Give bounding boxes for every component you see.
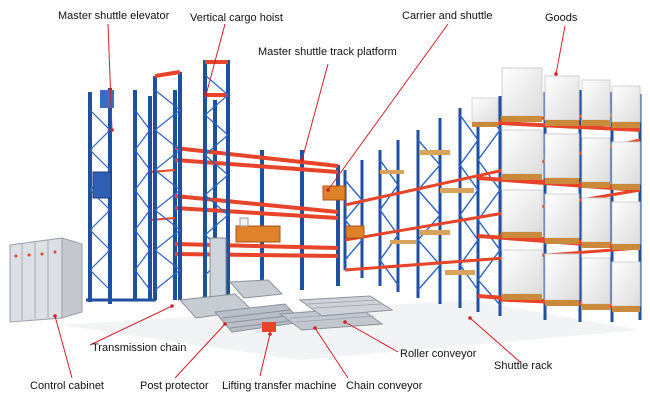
label-control-cabinet: Control cabinet — [30, 380, 104, 392]
label-roller-conveyor: Roller conveyor — [400, 348, 477, 360]
label-transmission-chain: Transmission chain — [92, 342, 187, 354]
label-chain-conveyor: Chain conveyor — [346, 380, 423, 392]
pointer-lines — [54, 23, 566, 379]
label-master-shuttle-elevator: Master shuttle elevator — [58, 10, 170, 22]
master-shuttle-elevator — [86, 88, 156, 304]
conveyors — [178, 279, 394, 333]
pointer-dots — [53, 72, 558, 336]
label-shuttle-rack: Shuttle rack — [494, 360, 553, 372]
label-vertical-cargo-hoist: Vertical cargo hoist — [190, 12, 283, 24]
label-carrier-and-shuttle: Carrier and shuttle — [402, 10, 493, 22]
control-cabinet — [9, 237, 83, 323]
label-goods: Goods — [545, 12, 578, 24]
vertical-cargo-hoist — [153, 60, 230, 300]
label-post-protector: Post protector — [140, 380, 209, 392]
label-lifting-transfer-machine: Lifting transfer machine — [222, 380, 337, 392]
carrier-and-shuttle — [235, 185, 365, 243]
goods-stack — [380, 67, 641, 312]
label-master-shuttle-track-platform: Master shuttle track platform — [258, 46, 397, 58]
